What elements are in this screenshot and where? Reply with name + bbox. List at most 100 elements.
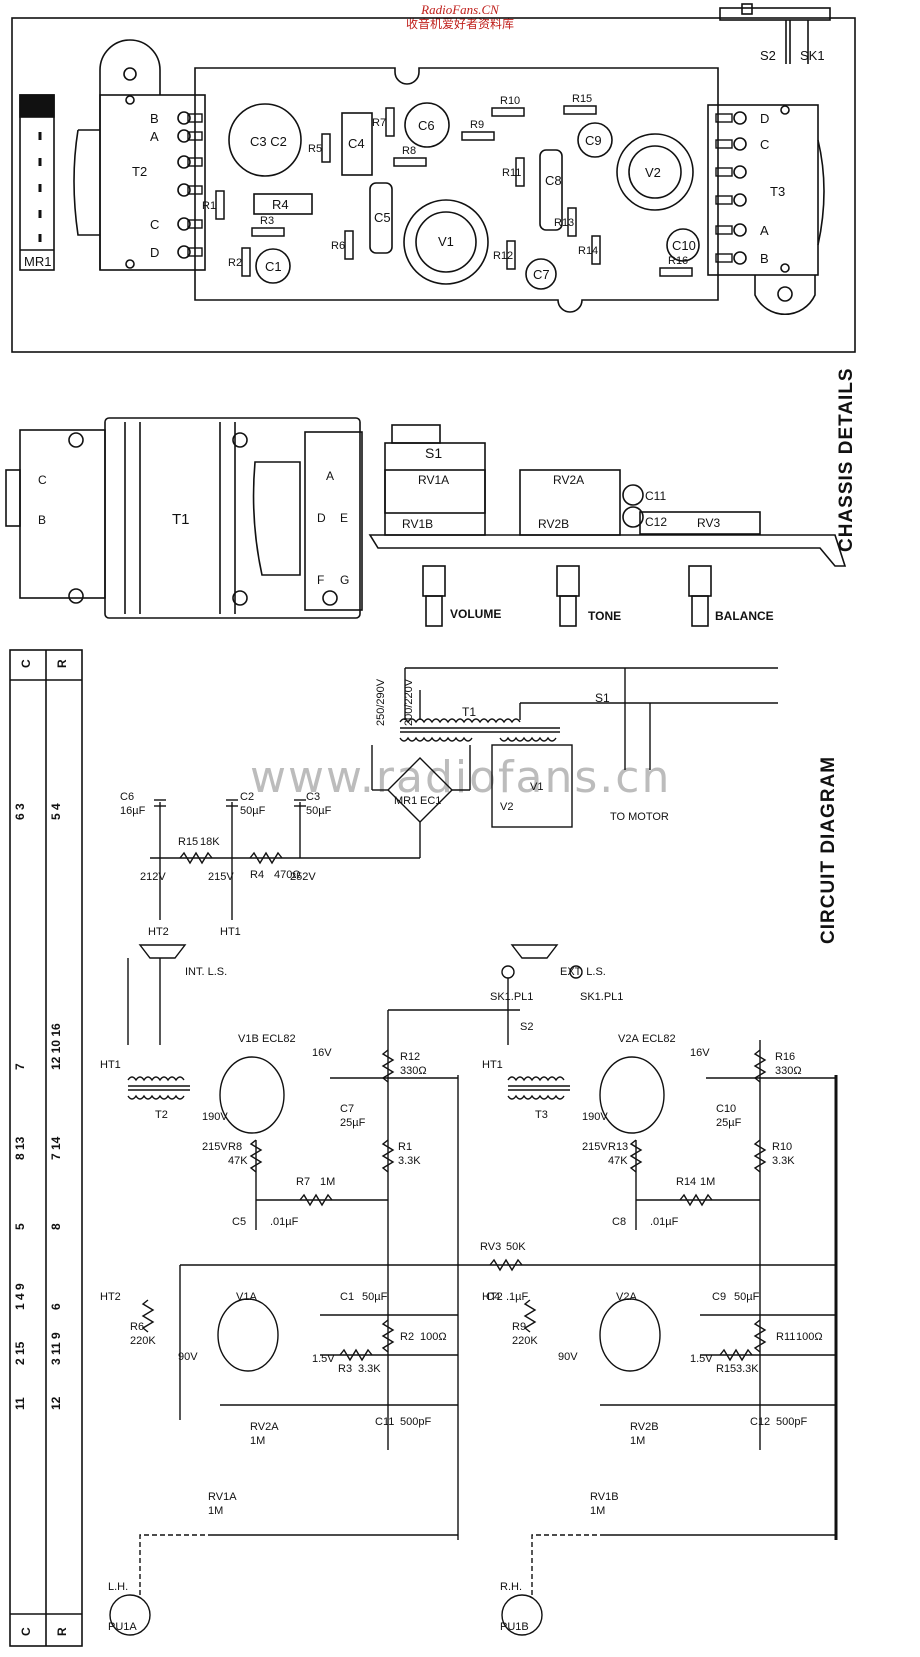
board-resistor-label: R14 <box>578 245 598 257</box>
bridge-rectifier <box>387 757 453 823</box>
t3-pin-label: A <box>760 223 769 238</box>
t1-pin-e: E <box>340 511 348 525</box>
r7-label: R7 <box>296 1176 310 1188</box>
valve-v2-socket <box>616 133 694 211</box>
t3-pin-terminal <box>733 223 747 237</box>
psu-r15: R15 <box>178 836 198 848</box>
rv2b-value: 1M <box>630 1435 645 1447</box>
label-rv2b: RV2B <box>538 517 569 531</box>
resistor-symbol <box>489 1258 523 1272</box>
board-resistor-label: R12 <box>493 250 513 262</box>
r8-value: 47K <box>228 1155 248 1167</box>
r1-value: 3.3K <box>398 1155 421 1167</box>
resistor-symbol <box>629 1139 643 1173</box>
psu-c6-value: 16µF <box>120 805 146 817</box>
r7-value: 1M <box>320 1176 335 1188</box>
index-r-entry: 5 4 <box>49 803 63 820</box>
tap-250-290: 250/290V <box>375 678 387 726</box>
c8-value: .01µF <box>650 1216 679 1228</box>
c4-value: .1µF <box>506 1291 529 1303</box>
transformer-t3 <box>707 104 819 276</box>
watermark: www.radiofans.cn <box>250 752 672 803</box>
label-c7: C7 <box>533 267 550 282</box>
v2a-1v5: 1.5V <box>690 1353 713 1365</box>
label-s2: S2 <box>760 48 776 63</box>
index-header-r: R <box>55 659 69 668</box>
board-resistor-label: R6 <box>331 240 345 252</box>
t2-pin-terminal <box>177 129 191 143</box>
v1b-190v: 190V <box>202 1111 228 1123</box>
psu-ec1: EC1 <box>420 795 441 807</box>
r13-label: R13 <box>608 1141 628 1153</box>
r9-label: R9 <box>512 1321 526 1333</box>
r11-label: R11 <box>776 1331 795 1343</box>
index-c-entry: 11 <box>13 1397 27 1410</box>
capacitor-c5 <box>369 182 393 254</box>
label-tone: TONE <box>588 609 621 623</box>
board-resistor <box>591 235 601 265</box>
left-pickup-label: PU1A <box>108 1621 137 1633</box>
resistor-symbol <box>381 1049 395 1083</box>
resistor-symbol <box>249 1139 263 1173</box>
r10-label: R10 <box>772 1141 792 1153</box>
v2a-215v: 215V <box>582 1141 608 1153</box>
t3-pin-tag <box>715 225 733 235</box>
v1b-215v: 215V <box>202 1141 228 1153</box>
rv3-value: 50K <box>506 1241 526 1253</box>
circuit-board <box>194 67 719 313</box>
board-resistor <box>215 190 225 220</box>
r12-label: R12 <box>400 1051 420 1063</box>
t1-pin-c: C <box>38 473 47 487</box>
t2-pin-label: B <box>150 111 159 126</box>
r6-label: R6 <box>130 1321 144 1333</box>
c12-label: C12 <box>750 1416 770 1428</box>
r11-value: 100Ω <box>796 1331 823 1343</box>
resistor-symbol <box>719 1348 753 1362</box>
c7-value: 25µF <box>340 1117 366 1129</box>
label-c11: C11 <box>645 489 666 503</box>
r16-value: 330Ω <box>775 1065 802 1077</box>
t1-pin-f: F <box>317 573 324 587</box>
left-speaker-label: INT. L.S. <box>185 966 227 978</box>
index-c-entry: 5 <box>13 1223 27 1230</box>
capacitor-c10 <box>666 228 700 262</box>
board-resistor-label: R9 <box>470 119 484 131</box>
s2-label: S2 <box>520 1021 533 1033</box>
label-balance: BALANCE <box>715 609 774 623</box>
t2-pin-terminal <box>177 111 191 125</box>
c1-label: C1 <box>340 1291 354 1303</box>
left-ht1: HT1 <box>100 1059 121 1071</box>
chassis-top-view <box>11 3 856 353</box>
board-resistor-label: R3 <box>260 215 274 227</box>
r3-value: 3.3K <box>358 1363 381 1375</box>
label-c12: C12 <box>645 515 667 529</box>
label-v1: V1 <box>438 234 454 249</box>
index-footer-r: R <box>55 1627 69 1636</box>
label-c1: C1 <box>265 259 282 274</box>
right-ht2: HT2 <box>482 1291 503 1303</box>
t1-left-tags <box>19 429 106 599</box>
rv2a-label: RV2A <box>250 1421 279 1433</box>
board-resistor <box>567 207 577 237</box>
resistor-symbol <box>141 1299 155 1333</box>
index-header-c: C <box>19 659 33 668</box>
right-pickup-label: PU1B <box>500 1621 529 1633</box>
psu-252v: 252V <box>290 871 316 883</box>
t2-pin-tag <box>187 185 203 195</box>
index-c-entry: 1 4 9 <box>13 1283 27 1310</box>
psu-c2-value: 50µF <box>240 805 266 817</box>
resistor-symbol <box>381 1139 395 1173</box>
label-t3: T3 <box>770 184 785 199</box>
site-name[interactable]: RadioFans.CN <box>421 2 499 17</box>
v2a-190v: 190V <box>582 1111 608 1123</box>
valve-v1a <box>217 1298 279 1372</box>
t3-pin-terminal <box>733 111 747 125</box>
psu-mr1: MR1 <box>394 795 417 807</box>
v1a-1v5: 1.5V <box>312 1353 335 1365</box>
psu-c2: C2 <box>240 791 254 803</box>
rv1b-value: 1M <box>590 1505 605 1517</box>
t3-pin-terminal <box>733 251 747 265</box>
psu-212v: 212V <box>140 871 166 883</box>
c10-label: C10 <box>716 1103 736 1115</box>
